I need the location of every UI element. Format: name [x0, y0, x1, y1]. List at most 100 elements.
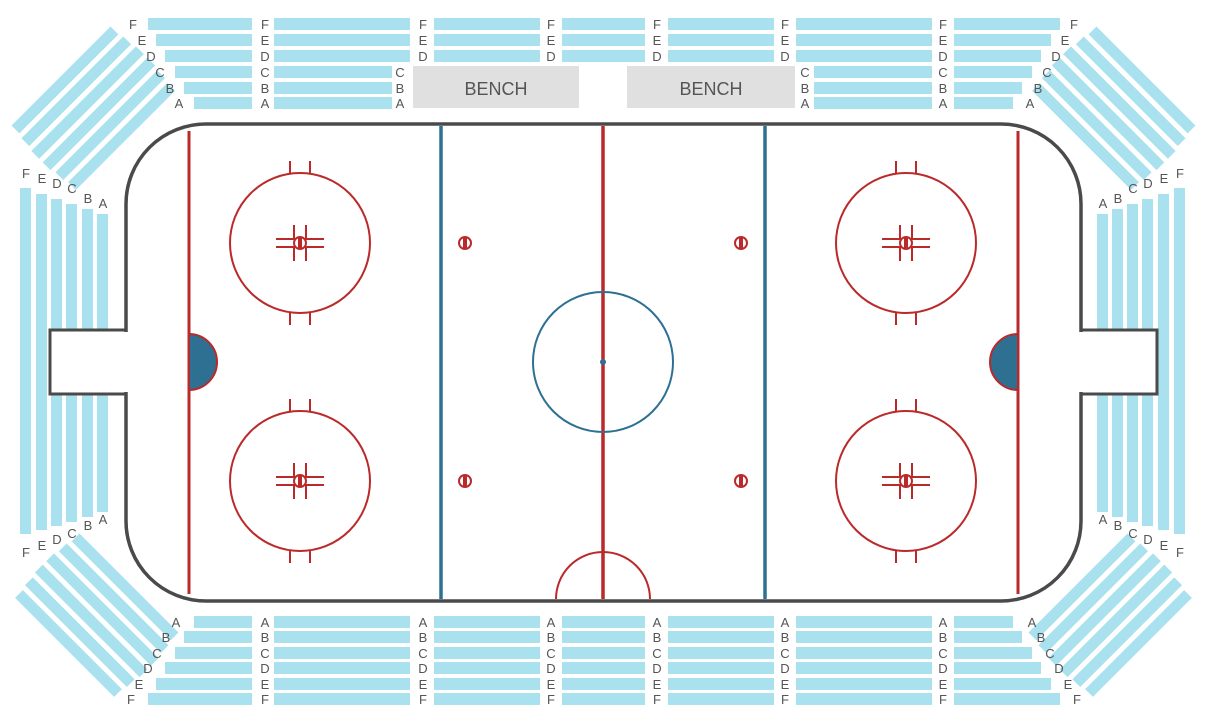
bottom-left-corner-row-c[interactable] [175, 647, 252, 659]
top-right-diagonal-row-c[interactable] [1051, 57, 1165, 171]
top-left-diagonal-row-b[interactable] [55, 70, 166, 181]
top-sec4-row-e[interactable] [668, 34, 774, 46]
bench-right[interactable]: BENCH [627, 66, 795, 108]
bottom-sec5-row-e[interactable] [796, 678, 932, 690]
bottom-sec1-row-e[interactable] [274, 678, 410, 690]
bottom-left-diagonal-row-b[interactable] [24, 577, 135, 688]
top-right-corner-row-a[interactable] [954, 97, 1013, 109]
bottom-right-corner-row-c[interactable] [954, 647, 1032, 659]
bottom-left-corner-row-d[interactable] [165, 662, 252, 674]
bottom-left-corner-row-e[interactable] [156, 678, 252, 690]
bench-left-area[interactable] [413, 66, 579, 108]
top-sec1-row-f[interactable] [274, 18, 410, 30]
bottom-right-corner-row-f[interactable] [954, 693, 1060, 705]
left-side-row-e[interactable] [36, 194, 47, 530]
bottom-right-corner-row-d[interactable] [954, 662, 1041, 674]
top-right-diagonal-row-e[interactable] [1075, 36, 1186, 147]
bottom-sec4-row-b[interactable] [668, 631, 774, 643]
bottom-sec1-row-a[interactable] [274, 616, 410, 628]
top-left-diagonal-row-c[interactable] [42, 57, 156, 171]
bench-right-area[interactable] [627, 66, 795, 108]
bottom-sec4-row-e[interactable] [668, 678, 774, 690]
top-sec3-row-f[interactable] [562, 18, 645, 30]
top-left-corner-row-e[interactable] [156, 34, 252, 46]
top-right-corner-row-c[interactable] [954, 66, 1032, 78]
bottom-sec4-row-f[interactable] [668, 693, 774, 705]
bottom-sec1-row-c[interactable] [274, 647, 410, 659]
bottom-right-corner-row-a[interactable] [954, 616, 1013, 628]
top-right-diagonal-row-f[interactable] [1088, 26, 1196, 134]
bottom-sec4-row-d[interactable] [668, 662, 774, 674]
top-sec3-row-e[interactable] [562, 34, 645, 46]
bottom-sec2-row-e[interactable] [434, 678, 540, 690]
bottom-sec5-row-c[interactable] [796, 647, 932, 659]
top-right-diagonal-row-b[interactable] [1041, 70, 1152, 181]
top-sec1-row-e[interactable] [274, 34, 410, 46]
top-left-diagonal-row-f[interactable] [11, 26, 119, 134]
bottom-sec4-row-a[interactable] [668, 616, 774, 628]
top-sec5-row-e[interactable] [796, 34, 932, 46]
bottom-sec2-row-b[interactable] [434, 631, 540, 643]
bottom-sec1-row-f[interactable] [274, 693, 410, 705]
top-sec1-row-d[interactable] [274, 50, 410, 62]
top-right-corner-row-b[interactable] [954, 82, 1022, 94]
bottom-sec3-row-b[interactable] [562, 631, 645, 643]
top-left-corner-row-f[interactable] [148, 18, 252, 30]
top-sec1-row-a[interactable] [274, 97, 392, 109]
bench-left[interactable]: BENCH [413, 66, 579, 108]
top-sec3-row-d[interactable] [562, 50, 645, 62]
top-sec5-row-a[interactable] [814, 97, 932, 109]
bottom-right-diagonal-row-e[interactable] [1038, 543, 1149, 654]
bottom-sec1-row-d[interactable] [274, 662, 410, 674]
right-side-row-f[interactable] [1174, 188, 1185, 534]
bottom-sec5-row-f[interactable] [796, 693, 932, 705]
bottom-right-diagonal-row-f[interactable] [1028, 533, 1136, 641]
top-sec2-row-f[interactable] [434, 18, 540, 30]
bottom-sec2-row-d[interactable] [434, 662, 540, 674]
bottom-left-diagonal-row-d[interactable] [46, 553, 159, 666]
left-side-row-f[interactable] [20, 188, 31, 534]
top-right-diagonal-row-a[interactable] [1032, 83, 1139, 190]
bottom-sec5-row-a[interactable] [796, 616, 932, 628]
top-sec4-row-d[interactable] [668, 50, 774, 62]
bottom-left-corner-row-b[interactable] [184, 631, 252, 643]
top-sec5-row-c[interactable] [814, 66, 932, 78]
bottom-left-corner-row-a[interactable] [194, 616, 252, 628]
top-sec5-row-b[interactable] [814, 82, 932, 94]
bottom-sec5-row-d[interactable] [796, 662, 932, 674]
top-sec5-row-d[interactable] [796, 50, 932, 62]
bottom-sec3-row-e[interactable] [562, 678, 645, 690]
top-left-corner-row-b[interactable] [184, 82, 252, 94]
bottom-sec2-row-c[interactable] [434, 647, 540, 659]
bottom-right-diagonal-row-b[interactable] [1072, 577, 1183, 688]
bottom-sec2-row-f[interactable] [434, 693, 540, 705]
top-left-corner-row-c[interactable] [175, 66, 252, 78]
top-left-diagonal-row-d[interactable] [31, 46, 144, 159]
bottom-right-corner-row-e[interactable] [954, 678, 1051, 690]
top-left-corner-row-a[interactable] [194, 97, 252, 109]
bottom-sec3-row-d[interactable] [562, 662, 645, 674]
top-sec1-row-c[interactable] [274, 66, 392, 78]
bottom-sec3-row-a[interactable] [562, 616, 645, 628]
bottom-right-diagonal-row-d[interactable] [1048, 553, 1161, 666]
bottom-sec4-row-c[interactable] [668, 647, 774, 659]
top-left-corner-row-d[interactable] [165, 50, 252, 62]
bottom-left-diagonal-row-e[interactable] [58, 543, 169, 654]
bottom-left-diagonal-row-a[interactable] [15, 590, 122, 697]
top-left-diagonal-row-e[interactable] [21, 36, 132, 147]
top-sec5-row-f[interactable] [796, 18, 932, 30]
top-sec2-row-e[interactable] [434, 34, 540, 46]
bottom-sec5-row-b[interactable] [796, 631, 932, 643]
top-sec2-row-d[interactable] [434, 50, 540, 62]
top-right-diagonal-row-d[interactable] [1063, 46, 1176, 159]
bottom-right-diagonal-row-c[interactable] [1059, 564, 1173, 678]
top-right-corner-row-e[interactable] [954, 34, 1051, 46]
bottom-right-diagonal-row-a[interactable] [1085, 590, 1192, 697]
top-right-corner-row-d[interactable] [954, 50, 1041, 62]
bottom-sec2-row-a[interactable] [434, 616, 540, 628]
bottom-sec3-row-f[interactable] [562, 693, 645, 705]
top-right-corner-row-f[interactable] [954, 18, 1060, 30]
top-sec4-row-f[interactable] [668, 18, 774, 30]
bottom-right-corner-row-b[interactable] [954, 631, 1022, 643]
bottom-left-corner-row-f[interactable] [148, 693, 252, 705]
